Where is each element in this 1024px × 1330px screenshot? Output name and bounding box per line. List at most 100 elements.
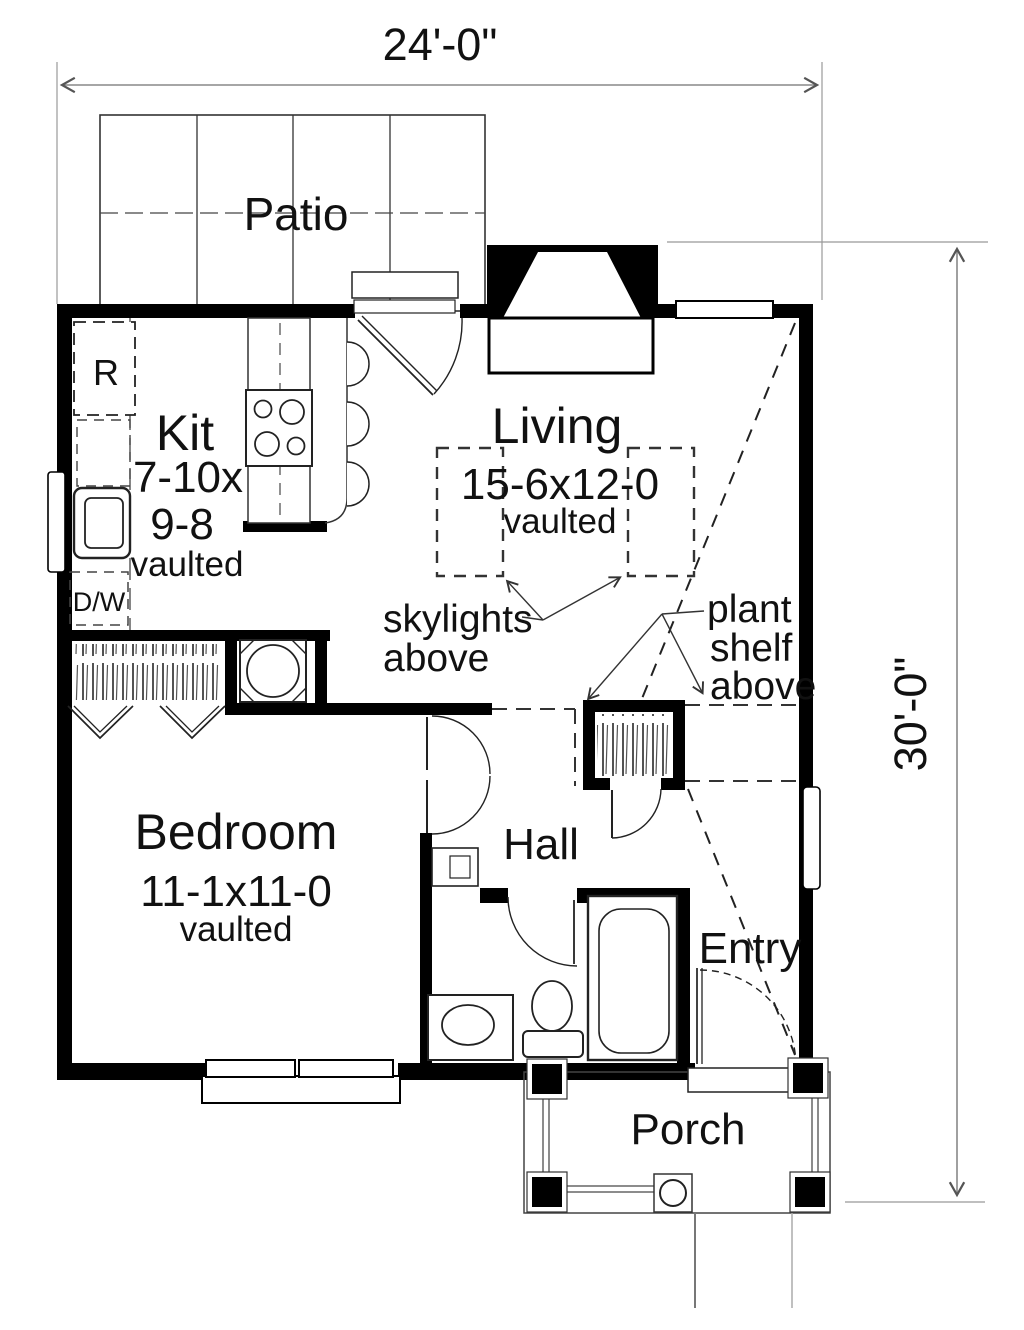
leader-line [661, 610, 705, 615]
bedroom-window-pane [205, 1059, 296, 1078]
bedroom-label: Bedroom [135, 804, 338, 860]
wall-hallcloset-left [583, 700, 595, 790]
plant-shelf-note-line2: shelf [710, 627, 793, 670]
kitchen-sink [72, 486, 132, 560]
kitchen-vaulted: vaulted [131, 545, 244, 584]
bar-stool [346, 341, 370, 387]
plant-shelf-note: plant shelf above [586, 588, 816, 708]
kitchen-window [47, 471, 66, 573]
patio-door [351, 271, 463, 396]
patio-label: Patio [244, 188, 349, 240]
living-size: 15-6x12-0 [461, 460, 659, 509]
door-leaf [361, 315, 438, 392]
wall-closet-stub-right [315, 630, 327, 710]
bar-stool [346, 401, 370, 447]
hall-cabinet [431, 847, 479, 887]
water-heater [239, 639, 307, 703]
living-vaulted: vaulted [504, 502, 617, 541]
water-heater-tank [246, 644, 300, 698]
leader-line [661, 613, 705, 695]
hall-cabinet-inner [449, 855, 471, 879]
bedroom: Bedroom 11-1x11-0 vaulted [135, 715, 491, 949]
wall-hallcloset-right [673, 700, 685, 790]
fireplace [487, 252, 655, 375]
skylight [435, 446, 505, 578]
living-label: Living [492, 398, 623, 454]
living-room: Living 15-6x12-0 vaulted [435, 322, 796, 1056]
height-dimension-label: 30'-0" [885, 657, 936, 772]
burner [279, 399, 305, 425]
bedroom-window-sill [201, 1075, 401, 1104]
bathroom [427, 894, 679, 1062]
dishwasher [69, 571, 129, 626]
post [793, 1063, 823, 1093]
porch-posts [526, 1057, 831, 1213]
plant-shelf-lines [492, 704, 799, 786]
wall-left [57, 304, 72, 1080]
porch-rails [542, 1097, 819, 1193]
height-dimension: 30'-0" [667, 241, 988, 1203]
corner-brace [239, 687, 255, 703]
wall-closet-top [57, 630, 330, 641]
width-dimension-label: 24'-0" [383, 19, 498, 70]
water-heater-box [239, 639, 307, 703]
corner-brace [291, 687, 307, 703]
corner-brace [291, 639, 307, 655]
toilet-bowl [531, 980, 573, 1032]
skylights-note-line2: above [383, 637, 489, 680]
stove [245, 389, 313, 467]
bedroom-closet [67, 644, 226, 740]
door-swing [507, 896, 578, 967]
patio-stoop [351, 271, 459, 299]
bedroom-vaulted: vaulted [180, 910, 293, 949]
kitchen-labels: Kit 7-10x 9-8 vaulted [131, 405, 244, 584]
kitchen-label: Kit [156, 405, 214, 461]
burner [254, 431, 280, 457]
kitchen-sink-basin [84, 497, 124, 549]
leader-line [521, 616, 544, 621]
burner [286, 436, 306, 456]
plant-shelf-note-line3: above [710, 665, 816, 708]
corner-brace [239, 639, 255, 655]
skylights-note-line1: skylights [383, 598, 533, 641]
hall-label: Hall [503, 820, 579, 869]
bifold-door [165, 705, 220, 733]
skylights-note: skylights above [383, 576, 622, 680]
vault-line [687, 788, 796, 1056]
bathtub [586, 894, 679, 1062]
wall-bottom-1 [57, 1063, 205, 1080]
wall-hallcloset-stub-l [583, 778, 610, 790]
wall-hallcloset-top [583, 700, 685, 712]
wall-bedroom-top [225, 703, 492, 715]
toilet-tank [522, 1030, 584, 1058]
refrigerator-label: R [93, 352, 119, 393]
bar-edge [324, 318, 348, 524]
bifold-door [67, 705, 134, 740]
post [795, 1177, 825, 1207]
vanity-sink [441, 1004, 495, 1046]
column [659, 1179, 687, 1207]
entry-label: Entry [699, 924, 802, 973]
closet-hanging [597, 714, 671, 776]
porch-label: Porch [631, 1105, 746, 1154]
kitchen-size-2: 9-8 [150, 500, 214, 549]
door-swing [431, 775, 491, 835]
entry: Entry [696, 924, 802, 1067]
burner [253, 399, 273, 419]
wall-top-left [57, 304, 355, 318]
wall-top-mid [460, 304, 487, 318]
windows [47, 300, 821, 1104]
porch-outline [523, 1071, 831, 1214]
door-swing [699, 969, 797, 1067]
bifold-door [73, 705, 128, 733]
kitchen-size-1: 7-10x [133, 453, 243, 502]
wall-closet-stub-left [225, 630, 237, 710]
closet-hanging [75, 644, 222, 700]
skylight [626, 446, 696, 578]
leader-line [505, 579, 544, 621]
front-stoop [687, 1067, 799, 1093]
post [532, 1064, 562, 1094]
bar-stool [346, 461, 370, 507]
refrigerator [73, 321, 136, 416]
